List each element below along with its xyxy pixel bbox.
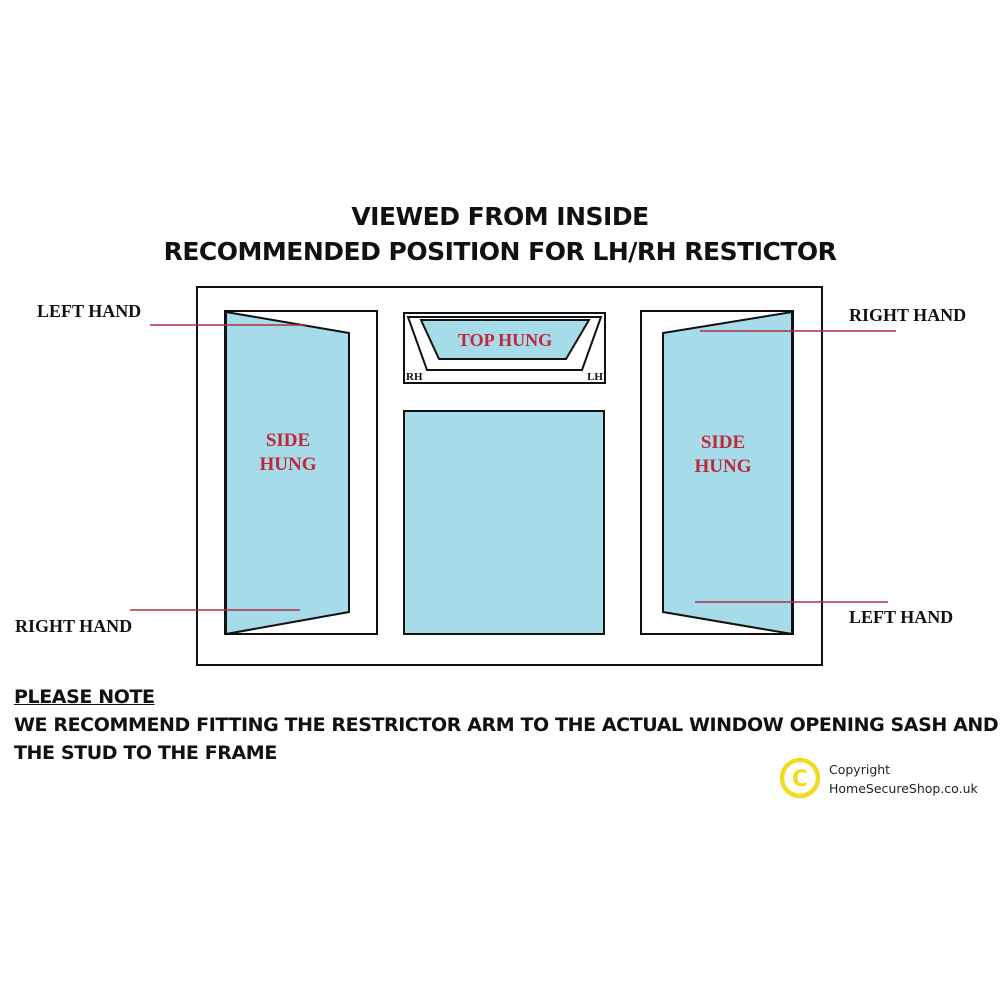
fixed-centre-pane (403, 410, 605, 635)
outer-window-frame (196, 286, 823, 666)
copyright-text: Copyright (829, 762, 891, 777)
label-left-hand-bottom-right: LEFT HAND (849, 607, 953, 627)
label-right-hand-top: RIGHT HAND (849, 305, 966, 325)
left-side-hung-sash (225, 310, 350, 636)
left-pane-side-label: SIDE (266, 430, 310, 451)
copyright-symbol-icon: C (792, 767, 808, 792)
top-rh-label: RH (406, 371, 423, 383)
note-line-2: THE STUD TO THE FRAME (14, 742, 277, 764)
label-left-hand-top: LEFT HAND (37, 301, 141, 321)
label-right-hand-bottom-left: RIGHT HAND (15, 616, 132, 636)
top-lh-label: LH (587, 371, 603, 383)
top-hung-label: TOP HUNG (458, 330, 552, 350)
right-side-hung-sash (662, 310, 793, 636)
right-pane-hung-label: HUNG (695, 456, 752, 477)
heading-line-2: RECOMMENDED POSITION FOR LH/RH RESTICTOR (163, 237, 837, 266)
note-line-1: WE RECOMMEND FITTING THE RESTRICTOR ARM … (14, 714, 999, 736)
top-hung-sash (419, 319, 591, 360)
note-title: PLEASE NOTE (14, 686, 155, 708)
copyright-site: HomeSecureShop.co.uk (829, 781, 978, 796)
left-pane-hung-label: HUNG (260, 454, 317, 475)
right-pane-side-label: SIDE (701, 432, 745, 453)
heading-line-1: VIEWED FROM INSIDE (351, 202, 649, 231)
copyright-circle-icon (779, 757, 821, 799)
top-hung-frame (403, 312, 606, 384)
